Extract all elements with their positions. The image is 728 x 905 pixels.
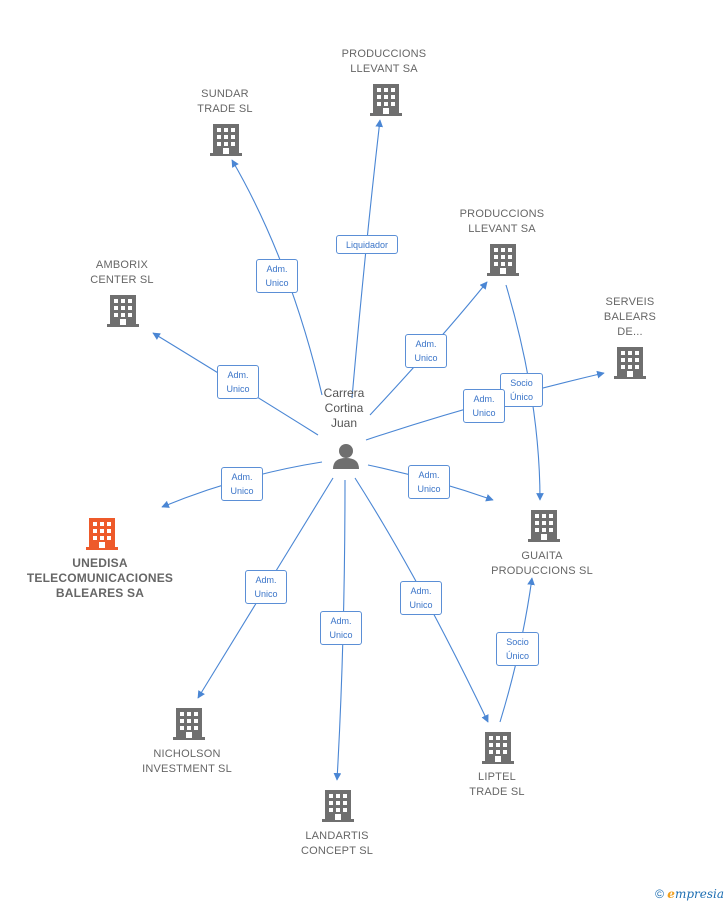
edge-label-guaita: Adm. Unico (408, 465, 450, 499)
edge-label-amborix: Adm. Unico (217, 365, 259, 399)
building-icon (487, 244, 519, 276)
node-label-liptel[interactable]: LIPTEL TRADE SL (469, 771, 525, 798)
building-icon (210, 124, 242, 156)
building-icon (370, 84, 402, 116)
node-label-nicholson[interactable]: NICHOLSON INVESTMENT SL (142, 748, 232, 775)
edge-label-socio-liptel: Socio Único (496, 632, 539, 666)
person-icon (333, 444, 359, 469)
edge-producciones-top (351, 119, 384, 399)
edge-label-liquidador: Liquidador (336, 235, 398, 254)
edge-label-unedisa: Adm. Unico (221, 467, 263, 501)
building-icon (107, 295, 139, 327)
brand-logo-text: mpresia (674, 887, 724, 901)
node-label-landartis[interactable]: LANDARTIS CONCEPT SL (300, 830, 374, 857)
building-icon (322, 790, 354, 822)
edge-label-liptel: Adm. Unico (400, 581, 442, 615)
brand-footer[interactable]: © empresia (655, 887, 724, 901)
center-person-name[interactable]: Carrera Cortina Juan (323, 386, 365, 430)
building-icon (528, 510, 560, 542)
edge-label-nicholson: Adm. Unico (245, 570, 287, 604)
node-label-unedisa[interactable]: UNEDISA TELECOMUNICACIONES BALEARES SA (26, 556, 174, 600)
building-icon (614, 347, 646, 379)
node-label-guaita[interactable]: GUAITA PRODUCCIONS SL (491, 550, 593, 577)
node-label-amborix[interactable]: AMBORIX CENTER SL (90, 259, 154, 286)
edge-label-landartis: Adm. Unico (320, 611, 362, 645)
edge-label-producciones-right: Adm. Unico (405, 334, 447, 368)
edge-label-serveis: Adm. Unico (463, 389, 505, 423)
brand-logo-e: e (667, 887, 675, 901)
node-label-producciones-right[interactable]: PRODUCCIONS LLEVANT SA (459, 208, 545, 235)
node-label-producciones-top[interactable]: PRODUCCIONS LLEVANT SA (341, 48, 427, 75)
node-label-sundar[interactable]: SUNDAR TRADE SL (197, 88, 253, 115)
building-icon (482, 732, 514, 764)
node-label-serveis[interactable]: SERVEIS BALEARS DE... (603, 296, 657, 338)
edge-label-socio-prod: Socio Único (500, 373, 543, 407)
copyright-icon: © (655, 887, 664, 901)
edge-label-sundar: Adm. Unico (256, 259, 298, 293)
building-icon (173, 708, 205, 740)
building-icon (86, 518, 118, 550)
